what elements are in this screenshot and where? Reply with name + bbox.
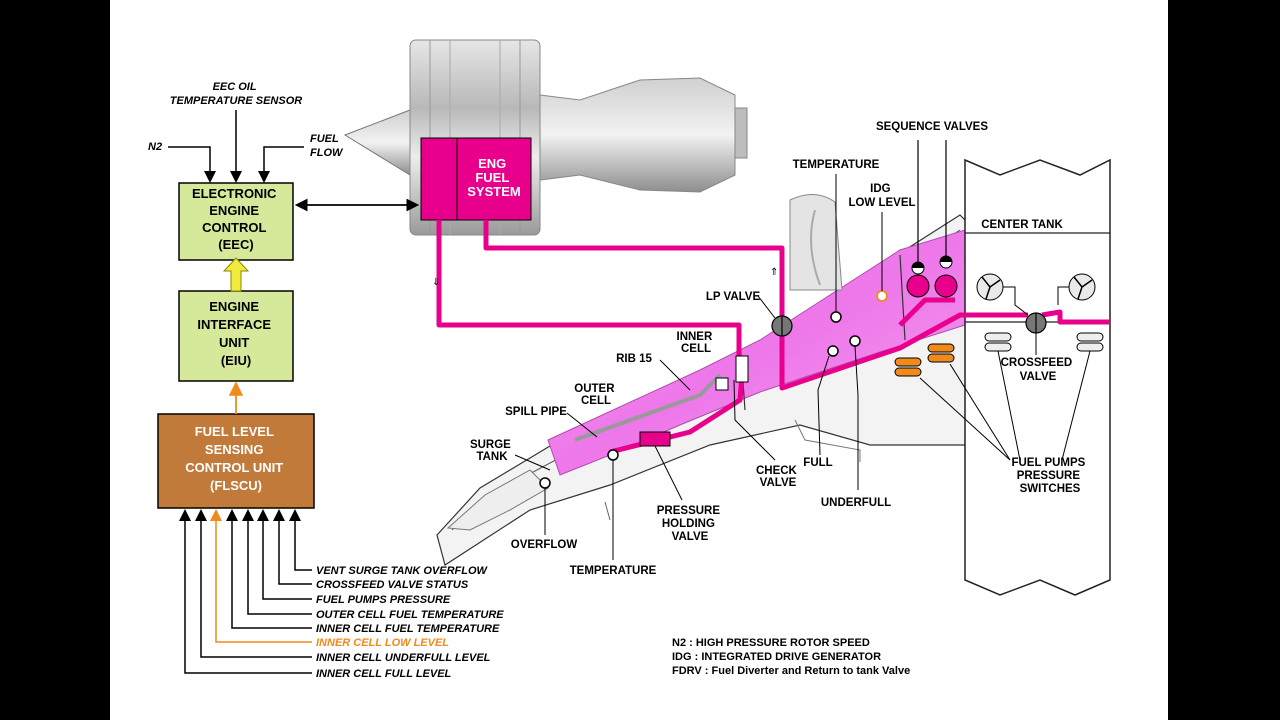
flscu-signal-line <box>179 509 312 674</box>
engine-spinner <box>343 109 411 176</box>
temperature-top-label: TEMPERATURE <box>793 159 880 171</box>
spill-pipe-label: SPILL PIPE <box>505 406 567 418</box>
wing <box>436 194 968 566</box>
full-sensor-icon <box>827 345 839 357</box>
legend: N2 : HIGH PRESSURE ROTOR SPEED IDG : INT… <box>672 637 910 677</box>
surge-tank-label: SURGE TANK <box>470 439 514 463</box>
flscu-signal-label: OUTER CELL FUEL TEMPERATURE <box>316 609 504 621</box>
center-tank: CENTER TANK <box>964 158 1111 596</box>
center-tank-label: CENTER TANK <box>981 219 1063 231</box>
engine-core <box>539 77 736 193</box>
temperature-sensor-icon <box>830 311 842 323</box>
eng-fuel-system-block: ENG FUEL SYSTEM <box>456 137 532 221</box>
flscu-signal-line <box>226 509 312 629</box>
pressure-switch-icons <box>894 332 1104 377</box>
outer-cell-label: OUTER CELL <box>574 383 617 407</box>
fuel-pumps-pressure-switches-label: FUEL PUMPS PRESSURE SWITCHES <box>1011 457 1088 495</box>
flscu-signal-label: INNER CELL UNDERFULL LEVEL <box>316 652 491 664</box>
flscu-signal-label: VENT SURGE TANK OVERFLOW <box>316 565 489 577</box>
crossfeed-valve-label: CROSSFEED VALVE <box>1001 357 1076 383</box>
overflow-label: OVERFLOW <box>511 539 578 551</box>
flscu-signal-line <box>242 509 312 615</box>
inner-cell-label: INNER CELL <box>677 331 716 355</box>
overflow-sensor-icon <box>539 477 551 489</box>
rib-15-label: RIB 15 <box>616 353 652 365</box>
flscu-signal-label: INNER CELL FULL LEVEL <box>316 668 452 680</box>
sequence-valves-label: SEQUENCE VALVES <box>876 121 988 133</box>
flscu-signal-line <box>273 509 312 585</box>
idg-low-level-label: IDG LOW LEVEL <box>848 183 915 209</box>
lp-valve-label: LP VALVE <box>706 291 761 303</box>
idg-low-level-sensor-icon <box>876 290 888 302</box>
full-label: FULL <box>803 457 832 469</box>
temperature-bottom-label: TEMPERATURE <box>570 565 657 577</box>
svg-text:ENGINE INTERFACE: ENGINE INTERFACE UNIT (EIU) <box>197 299 274 368</box>
svg-text:⇑: ⇑ <box>770 267 778 278</box>
flscu-signal-line <box>195 509 312 658</box>
legend-n2: N2 : HIGH PRESSURE ROTOR SPEED <box>672 637 870 649</box>
eiu-block: ENGINE INTERFACE UNIT (EIU) <box>178 290 294 382</box>
fuel-flow-label: FUEL FLOW <box>310 133 344 159</box>
flscu-signal-label: FUEL PUMPS PRESSURE <box>316 594 451 606</box>
legend-fdrv: FDRV : Fuel Diverter and Return to tank … <box>672 665 910 677</box>
n2-label: N2 <box>148 141 162 153</box>
spill-pipe <box>574 373 722 442</box>
outer-temp-sensor-icon <box>607 449 619 461</box>
pressure-holding-valve-label: PRESSURE HOLDING VALVE <box>657 505 723 543</box>
flscu-signal-label: INNER CELL FUEL TEMPERATURE <box>316 623 500 635</box>
flscu-signal-lines: VENT SURGE TANK OVERFLOW CROSSFEED VALVE … <box>179 509 504 680</box>
flscu-signal-line <box>289 509 312 571</box>
check-valve-label: CHECK VALVE <box>756 465 800 489</box>
underfull-sensor-icon <box>849 335 861 347</box>
eiu-to-eec-arrow <box>222 257 250 292</box>
flscu-signal-label: INNER CELL LOW LEVEL <box>316 637 449 649</box>
svg-text:FUEL LEVEL SENSING: FUEL LEVEL SENSING CONTROL UNIT (FLSCU) <box>185 424 287 493</box>
flscu-block: FUEL LEVEL SENSING CONTROL UNIT (FLSCU) <box>157 413 315 509</box>
flscu-signal-label: CROSSFEED VALVE STATUS <box>316 579 469 591</box>
sequence-valve-icons <box>906 140 958 298</box>
center-pump-icons <box>976 273 1096 316</box>
check-valve-icon <box>735 355 749 383</box>
eec-block: ELECTRONIC ENGINE CONTROL (EEC) <box>178 182 294 261</box>
svg-text:ELECTRONIC ENGINE: ELECTRONIC ENGINE CONTROL (EEC) <box>192 186 280 252</box>
underfull-label: UNDERFULL <box>821 497 891 509</box>
flscu-signal-line <box>257 509 312 600</box>
eec-oil-sensor-label: EEC OIL TEMPERATURE SENSOR <box>170 81 302 107</box>
svg-text:⇓: ⇓ <box>432 277 440 288</box>
svg-text:ENG FUEL SYSTE: ENG FUEL SYSTEM <box>467 156 520 199</box>
pressure-holding-valve-icon <box>639 431 671 447</box>
wing-labels: SEQUENCE VALVES TEMPERATURE IDG LOW LEVE… <box>470 121 1088 577</box>
flscu-signal-line <box>210 509 312 643</box>
leader-lines <box>514 174 1091 560</box>
sensor-icons <box>539 290 888 489</box>
legend-idg: IDG : INTEGRATED DRIVE GENERATOR <box>672 651 881 663</box>
